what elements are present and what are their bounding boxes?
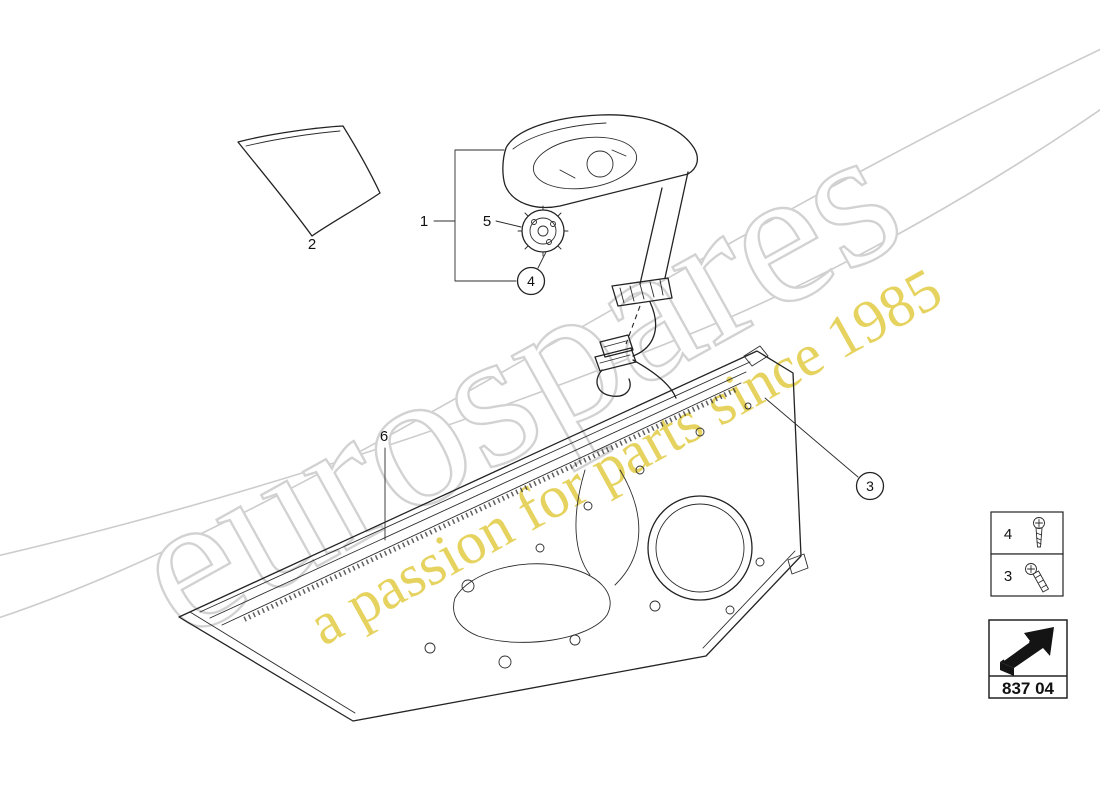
swoosh-curve-lower <box>0 48 1100 619</box>
fastener-legend: 4 3 <box>990 511 1064 597</box>
callout-2-label[interactable]: 2 <box>308 236 316 253</box>
part-group-box[interactable]: 837 04 <box>988 619 1068 699</box>
callout-6[interactable]: 6 <box>380 428 388 541</box>
bolt-icon <box>1025 563 1049 593</box>
legend-row-screw[interactable]: 4 <box>990 511 1064 555</box>
callout-5-label[interactable]: 5 <box>483 213 491 230</box>
screw-icon <box>1033 517 1045 548</box>
legend-screw-label[interactable]: 4 <box>1004 526 1012 543</box>
wiring-harness-drawing <box>594 301 677 399</box>
swoosh-curve-upper <box>0 108 1100 557</box>
callouts: 1 5 2 4 3 6 <box>308 149 885 541</box>
diagram-art <box>178 114 809 722</box>
arrow-icon <box>1000 627 1054 676</box>
door-panel-drawing <box>178 345 809 722</box>
legend-row-bolt[interactable]: 3 <box>990 553 1064 597</box>
mirror-motor-drawing <box>517 205 569 257</box>
callout-3-label[interactable]: 3 <box>866 478 874 494</box>
watermark: eurospares a passion for parts since 198… <box>0 48 1100 680</box>
callout-2[interactable]: 2 <box>308 236 316 253</box>
legend-bolt-label[interactable]: 3 <box>1004 568 1012 585</box>
mirror-glass-drawing <box>237 125 381 237</box>
callout-4-label[interactable]: 4 <box>527 273 535 289</box>
callout-3[interactable]: 3 <box>764 397 885 501</box>
callout-1[interactable]: 1 <box>420 149 517 282</box>
mirror-housing-drawing <box>502 114 699 307</box>
callout-5[interactable]: 5 <box>483 213 522 230</box>
part-group-code[interactable]: 837 04 <box>1002 679 1055 698</box>
callout-1-label[interactable]: 1 <box>420 213 428 230</box>
callout-6-label[interactable]: 6 <box>380 428 388 445</box>
callout-4[interactable]: 4 <box>516 251 547 296</box>
